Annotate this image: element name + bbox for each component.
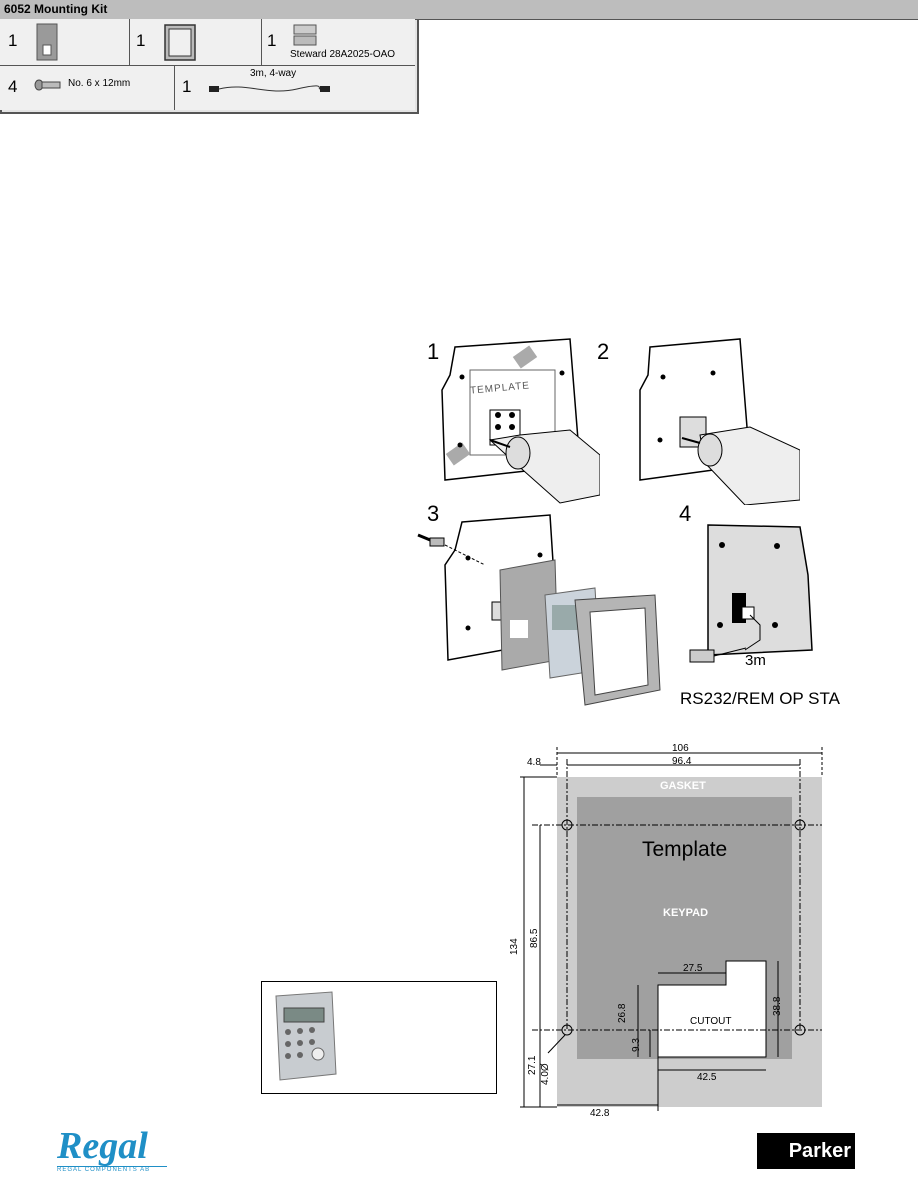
dim-total-height: 134	[509, 938, 520, 955]
dim-cutout-offset: 42.8	[590, 1108, 610, 1119]
ferrite-icon	[293, 24, 317, 46]
keypad-image-box	[261, 981, 497, 1094]
dim-cutout-left-height: 26.8	[617, 1003, 628, 1023]
cable-icon	[209, 85, 330, 92]
regal-logo-text: Regal	[57, 1125, 148, 1167]
dim-cutout-right-height: 38.8	[772, 996, 783, 1016]
kit-qty: 1	[182, 77, 192, 96]
kit-item-gasket: 1	[0, 19, 130, 66]
dim-hole-spacing: 86.5	[529, 928, 540, 948]
step-1-drilling-illustration	[441, 338, 600, 504]
step-2-number: 2	[597, 339, 610, 364]
step-4-installed-illustration	[707, 524, 813, 656]
dim-bottom-offset: 27.1	[527, 1055, 538, 1075]
kit-qty: 1	[136, 31, 146, 50]
kit-item-ferrite: 1 Steward 28A2025-OAO	[262, 19, 415, 66]
parker-logo: Parker	[757, 1133, 855, 1169]
keypad-device-image	[275, 991, 337, 1081]
kit-item-label: No. 6 x 12mm	[68, 78, 131, 89]
keypad-label: KEYPAD	[663, 907, 709, 919]
dim-total-width: 106	[672, 743, 689, 754]
dim-hole-diameter: 4.0Ø	[540, 1063, 551, 1085]
kit-item-cable: 1 3m, 4-way	[175, 66, 415, 110]
dim-inner-width: 96.4	[672, 756, 692, 767]
kit-item-frame: 1	[130, 19, 262, 66]
step-3-assembly-illustration	[417, 514, 661, 706]
kit-qty: 4	[8, 77, 18, 96]
kit-item-label: 3m, 4-way	[250, 68, 297, 79]
kit-qty: 1	[267, 31, 277, 50]
step-4-number: 4	[679, 501, 692, 526]
kit-item-screws: 4 No. 6 x 12mm	[0, 66, 175, 110]
frame-icon	[164, 24, 196, 61]
mounting-kit-table: 6052 Mounting Kit 1 1 1 Steward 28A2025-…	[0, 0, 918, 114]
step-1-number: 1	[427, 339, 440, 364]
template-dimension-drawing	[520, 747, 823, 1111]
dim-cutout-top: 27.5	[683, 963, 703, 974]
screw-icon	[34, 79, 61, 91]
regal-logo: Regal REGAL COMPONENTS AB	[57, 1124, 167, 1173]
cable-length-label: 3m	[745, 652, 766, 669]
connector-label: RS232/REM OP STA	[680, 689, 840, 708]
parker-logo-text: Parker	[788, 1140, 851, 1162]
kit-item-label: Steward 28A2025-OAO	[290, 49, 396, 60]
dim-cutout-small: 9.3	[631, 1038, 642, 1052]
kit-title: 6052 Mounting Kit	[0, 0, 918, 20]
dim-left-offset: 4.8	[527, 757, 541, 768]
kit-qty: 1	[8, 31, 18, 50]
step-3-number: 3	[427, 501, 440, 526]
step-2-cutout-illustration	[639, 338, 800, 505]
regal-logo-subtitle: REGAL COMPONENTS AB	[57, 1166, 167, 1173]
cutout-label: CUTOUT	[690, 1016, 732, 1027]
gasket-label: GASKET	[660, 780, 706, 792]
gasket-plate-icon	[36, 23, 58, 61]
template-title: Template	[642, 838, 728, 861]
ferrite-cable-icon	[689, 647, 747, 663]
dim-cutout-bottom: 42.5	[697, 1072, 717, 1083]
